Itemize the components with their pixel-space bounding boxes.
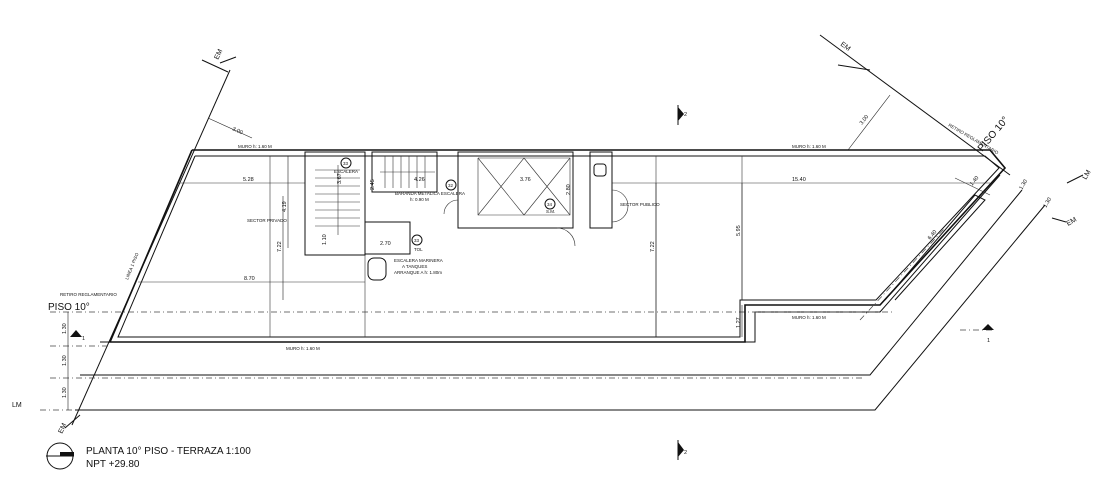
dim-130-b: 1.30 <box>62 355 68 366</box>
dim-1540: 15.40 <box>792 177 806 183</box>
stair-treads <box>315 165 360 235</box>
marker-2-top: 2 <box>684 112 687 118</box>
em-tick-top-left-2 <box>219 56 237 64</box>
note-muro-right-low: MURO h: 1.60 M <box>792 315 826 320</box>
dim-300-right-line <box>847 94 891 151</box>
em-label-top-left: EM <box>214 48 225 61</box>
tag-32-circle <box>445 179 457 191</box>
lm-tick-right <box>1066 174 1084 184</box>
note-baranda-h: h: 0.90 M <box>410 197 429 202</box>
section-marker-top <box>677 105 684 125</box>
stair-block-2 <box>371 151 438 193</box>
sink-icon <box>593 163 607 177</box>
note-sum: S.M. <box>546 209 555 214</box>
dim-419: 4.19 <box>282 201 288 212</box>
em-tick-bottom-left <box>64 414 81 429</box>
dim-722-left: 7.22 <box>277 241 283 252</box>
piso-label-left: PISO 10° <box>48 302 90 313</box>
note-arranque: ARRANQUE A h: 1.80m <box>394 270 442 275</box>
shaft-x4 <box>523 157 571 216</box>
toilet <box>367 257 387 281</box>
marker-1-left: 1 <box>82 336 85 342</box>
em-label-right: EM <box>1066 216 1079 227</box>
dim-130-c: 1.30 <box>62 387 68 398</box>
note-muro-bottom: MURO h: 1.60 M <box>286 346 320 351</box>
retiro-label-left: RETIRO REGLAMENTARIO <box>60 292 117 297</box>
public-core <box>589 151 613 229</box>
dim-280: 2.80 <box>566 184 572 195</box>
em-label-bottom-left: EM <box>58 422 69 435</box>
dim-130-r1: 1.30 <box>1019 179 1030 191</box>
em-diagonal-right <box>819 34 1011 176</box>
dim-245: 2.45 <box>370 179 376 190</box>
lm-label-right: LM <box>1082 169 1093 181</box>
terrace-inner <box>117 155 1000 338</box>
section-marker-left <box>70 330 82 337</box>
section-marker-bottom <box>677 440 684 460</box>
em-tick-right <box>1051 217 1067 223</box>
section-marker-right <box>982 324 994 330</box>
dim-130-a: 1.30 <box>62 323 68 334</box>
dim-300-left: 3.00 <box>231 126 243 136</box>
note-tol: TOL <box>414 247 423 252</box>
dim-595: 5.95 <box>736 225 742 236</box>
ramp-tick <box>954 177 991 196</box>
note-sector-publico: SECTOR PUBLICO <box>620 202 660 207</box>
em-tick-top-left <box>201 59 229 73</box>
terrace-outline <box>108 149 1007 343</box>
dim-376: 3.76 <box>520 177 531 183</box>
lm-label-left: LM <box>12 402 22 409</box>
plan-title: PLANTA 10° PISO - TERRAZA 1:100 <box>86 446 251 457</box>
tag-33b: 33 <box>414 238 420 243</box>
dim-870: 8.70 <box>244 276 255 282</box>
dim-130-r2: 1.30 <box>1043 197 1054 209</box>
door-swing-1 <box>556 227 576 247</box>
dim-426: 4.26 <box>414 177 425 183</box>
note-muro-top: MURO h: 1.60 M <box>238 144 272 149</box>
shaft-x2 <box>477 157 525 216</box>
dim-270: 2.70 <box>380 241 391 247</box>
marker-2-bottom: 2 <box>684 450 687 456</box>
dim-367: 3.67 <box>337 173 343 184</box>
tag-34-circle <box>544 198 556 210</box>
marker-1-right: 1 <box>987 338 990 344</box>
dim-300-left-line <box>207 117 253 139</box>
north-symbol <box>46 442 74 470</box>
em-label-top-right: EM <box>839 41 852 53</box>
tag-33b-circle <box>411 234 423 246</box>
dim-300-right: 3.00 <box>859 114 870 126</box>
tag-32: 32 <box>448 183 454 188</box>
door-swing-2 <box>443 199 459 215</box>
dim-127: 1.27 <box>736 317 742 328</box>
note-escalera-marinera: ESCALERA MARINERA <box>394 258 443 263</box>
shaft-outline <box>477 157 571 216</box>
band-line-1 <box>80 189 1023 376</box>
note-a-tanques: A TANQUES <box>402 264 427 269</box>
note-sector-privado: SECTOR PRIVADO <box>247 218 287 223</box>
stair-treads-2 <box>380 156 435 188</box>
dim-722-mid: 7.22 <box>650 241 656 252</box>
door-swing-3 <box>611 189 629 223</box>
em-tick-top-right <box>837 64 871 71</box>
tag-34: 34 <box>547 202 553 207</box>
note-escalera: ESCALERA <box>334 169 358 174</box>
band-line-2 <box>75 204 1046 411</box>
elevator-block <box>457 151 574 229</box>
note-baranda: BARANDA METALICA ESCALERA <box>395 191 465 196</box>
plan-npt: NPT +29.80 <box>86 459 140 470</box>
diag-axis <box>859 227 946 321</box>
dim-140: 1.40 <box>969 175 980 187</box>
dim-640: 6.40 <box>927 229 938 241</box>
tank-room <box>364 221 411 255</box>
tag-33-circle <box>340 157 352 169</box>
note-muro-top-right: MURO h: 1.60 M <box>792 144 826 149</box>
inner-ramp <box>884 194 986 301</box>
dim-110: 1.10 <box>322 234 328 245</box>
stair-block <box>304 151 366 256</box>
tag-33: 33 <box>343 161 349 166</box>
terrace-outline-lower <box>100 174 1001 343</box>
dim-528: 5.28 <box>243 177 254 183</box>
